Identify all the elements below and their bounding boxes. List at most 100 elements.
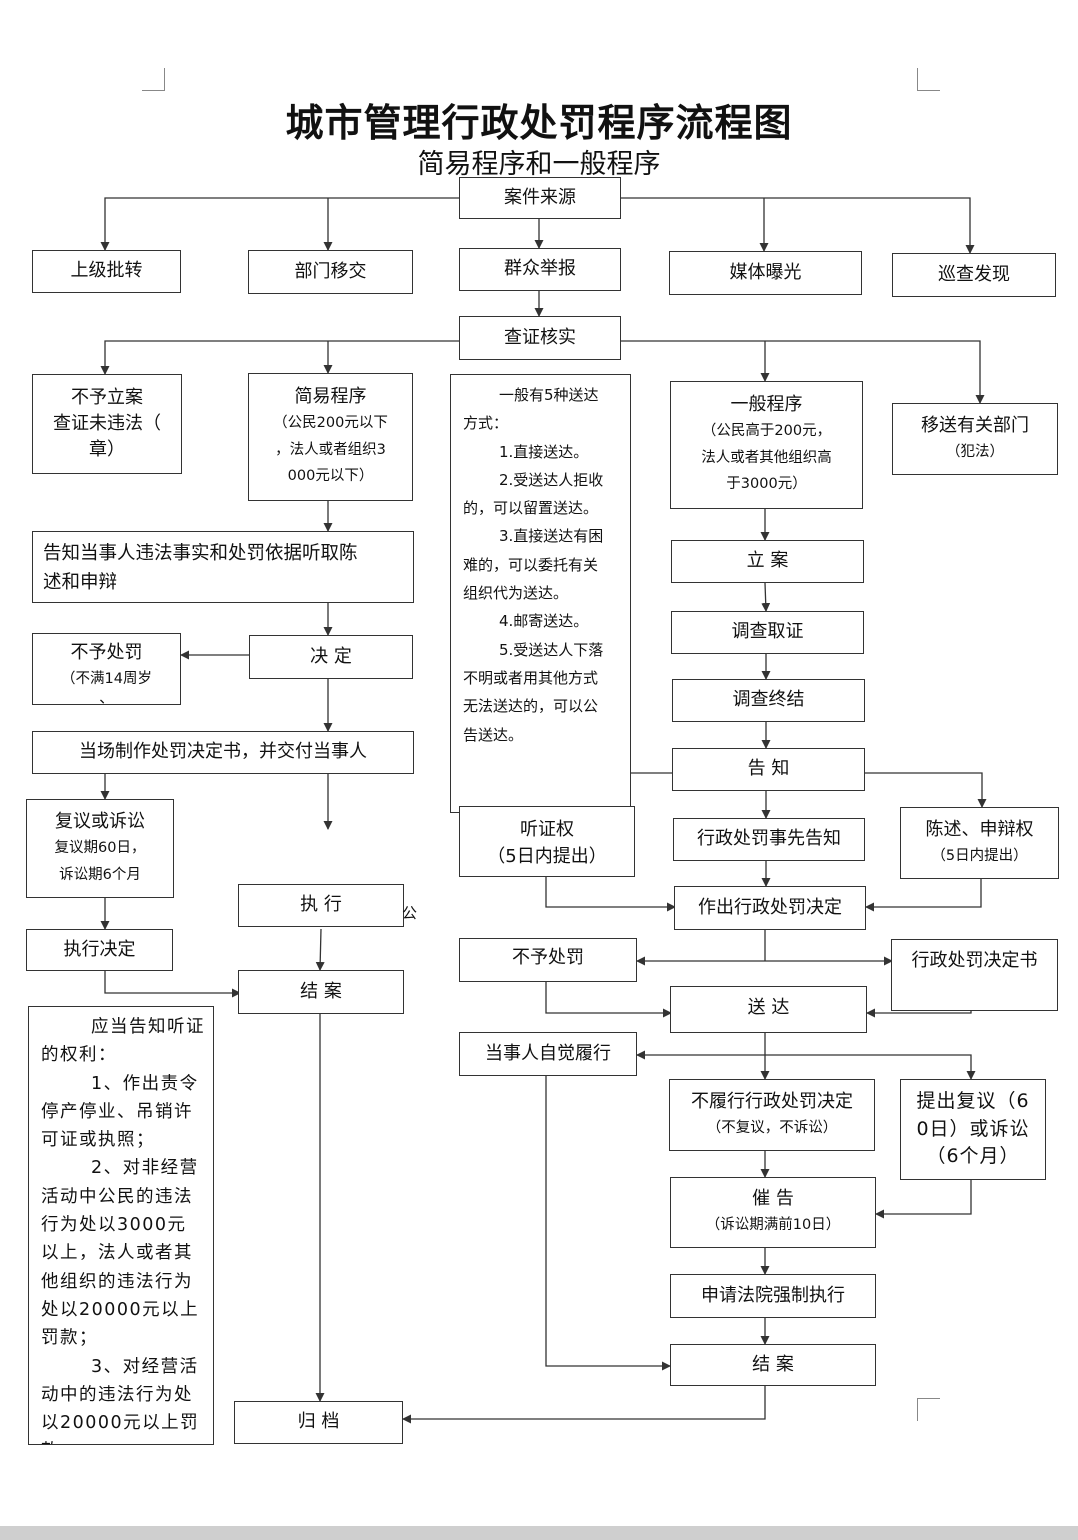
voluntary-perform-box: 当事人自觉履行 <box>459 1032 637 1076</box>
close-right-label: 结 案 <box>752 1353 794 1375</box>
hearing-note-line: 3、对经营活 <box>91 1356 199 1377</box>
delivery-note-line: 的，可以留置送达。 <box>463 499 599 518</box>
hearing-note-line: 可证或执照； <box>41 1130 155 1151</box>
media-exposure-box: 媒体曝光 <box>669 251 862 295</box>
hearing-note-line: 应当告知听证 <box>91 1017 205 1037</box>
dept-transfer-label: 部门移交 <box>294 260 367 282</box>
hearing-right-box: 听证权 （5日内提出） <box>459 806 635 877</box>
delivery-note-line: 4.邮寄送达。 <box>499 612 589 631</box>
execute-box: 执 行 <box>238 884 404 927</box>
general-procedure-desc-2: 法人或者其他组织高 <box>701 449 832 466</box>
execute-stray-char: 公 <box>402 904 418 922</box>
public-report-box: 群众举报 <box>459 248 621 291</box>
statement-right-sub: （5日内提出） <box>931 847 1028 864</box>
not-perform-label: 不履行行政处罚决定 <box>691 1090 853 1112</box>
execute-decision-label: 执行决定 <box>63 938 136 960</box>
dept-transfer-box: 部门移交 <box>248 250 413 294</box>
delivery-note-line: 5.受送达人下落 <box>499 640 604 659</box>
hearing-note-line: 1、作出责令 <box>91 1073 199 1094</box>
serve-label: 送 达 <box>747 997 790 1018</box>
not-perform-box: 不履行行政处罚决定 （不复议，不诉讼） <box>669 1079 875 1151</box>
review-litigation-title: 复议或诉讼 <box>55 810 145 832</box>
general-procedure-box: 一般程序 （公民高于200元， 法人或者其他组织高 于3000元） <box>670 381 863 509</box>
crop-mark-bottom-right <box>917 1398 940 1421</box>
decision-doc-label: 行政处罚决定书 <box>911 950 1038 971</box>
investigate-box: 调查取证 <box>671 611 864 654</box>
voluntary-perform-label: 当事人自觉履行 <box>485 1042 611 1064</box>
hearing-note-line: 罚款； <box>41 1328 98 1349</box>
decision-doc-box: 行政处罚决定书 <box>891 939 1058 1011</box>
verify-box: 查证核实 <box>459 316 621 360</box>
notify-label: 告 知 <box>747 758 790 780</box>
hearing-note-line: 活动中公民的违法 <box>41 1186 193 1207</box>
appeal-line-1: 提出复议（6 <box>916 1090 1030 1113</box>
urge-label: 催 告 <box>752 1188 794 1210</box>
hearing-note-line: 他组织的违法行为 <box>41 1271 193 1292</box>
on-site-decision-box: 当场制作处罚决定书，并交付当事人 <box>32 731 414 774</box>
bottom-strip <box>0 1526 1078 1540</box>
hearing-note-line: 以上，法人或者其 <box>41 1243 193 1264</box>
delivery-note-line: 组织代为送达。 <box>463 584 569 603</box>
general-procedure-desc-1: （公民高于200元， <box>701 422 832 439</box>
no-case-box: 不予立案 查证未违法（ 章） <box>32 374 182 474</box>
crop-mark-top-left <box>142 68 165 91</box>
general-procedure-desc-3: 于3000元） <box>726 476 807 493</box>
hearing-note-line: 款。 <box>41 1437 201 1444</box>
notify-box: 告 知 <box>672 748 865 791</box>
statement-right-box: 陈述、申辩权 （5日内提出） <box>900 807 1059 879</box>
no-case-body: 查证未违法（ <box>53 412 161 434</box>
litigation-period: 诉讼期6个月 <box>59 866 141 883</box>
general-procedure-title: 一般程序 <box>730 393 803 415</box>
simple-procedure-desc-3: 000元以下） <box>287 468 374 485</box>
investigation-end-label: 调查终结 <box>732 689 805 711</box>
delivery-note-line: 1.直接送达。 <box>499 442 589 461</box>
execute-decision-box: 执行决定 <box>26 929 173 971</box>
page-title: 城市管理行政处罚程序流程图 <box>285 101 793 145</box>
prior-notice-label: 行政处罚事先告知 <box>697 828 841 850</box>
execute-label: 执 行 <box>300 894 342 916</box>
no-case-body-2: 章） <box>89 439 125 461</box>
prior-notice-box: 行政处罚事先告知 <box>673 818 865 861</box>
delivery-note-line: 难的，可以委托有关 <box>463 555 599 574</box>
simple-procedure-desc-1: （公民200元以下 <box>273 414 388 431</box>
not-perform-sub: （不复议，不诉讼） <box>706 1119 838 1136</box>
register-box: 立 案 <box>671 540 864 583</box>
no-penalty-label: 不予处罚 <box>512 947 584 968</box>
delivery-note-line: 无法送达的，可以公 <box>463 697 599 716</box>
public-report-label: 群众举报 <box>504 258 576 280</box>
hearing-notice-note: 应当告知听证 的权利： 1、作出责令 停产停业、吊销许 可证或执照； 2、对非经… <box>28 1006 214 1445</box>
statement-right-label: 陈述、申辩权 <box>925 818 1034 840</box>
hearing-note-line: 停产停业、吊销许 <box>41 1101 193 1122</box>
make-decision-label: 作出行政处罚决定 <box>698 896 842 918</box>
investigation-end-box: 调查终结 <box>672 679 865 722</box>
hearing-note-line: 处以20000元以上 <box>41 1299 200 1320</box>
delivery-note-line: 告送达。 <box>463 725 524 744</box>
verify-label: 查证核实 <box>504 326 576 348</box>
appeal-line-3: （6个月） <box>926 1145 1020 1168</box>
on-site-decision-label: 当场制作处罚决定书，并交付当事人 <box>79 741 367 763</box>
inform-facts-line-2: 述和申辩 <box>43 571 118 593</box>
close-left-label: 结 案 <box>300 980 342 1002</box>
no-penalty-minor-sub: （不满14周岁 <box>61 671 152 688</box>
no-penalty-minor-label: 不予处罚 <box>70 642 143 663</box>
hearing-note-line: 以20000元以上罚 <box>41 1413 200 1434</box>
transfer-dept-box: 移送有关部门 （犯法） <box>892 403 1058 475</box>
court-enforce-label: 申请法院强制执行 <box>701 1284 845 1306</box>
case-source-box: 案件来源 <box>459 177 621 219</box>
media-exposure-label: 媒体曝光 <box>729 261 802 283</box>
hearing-note-line: 2、对非经营 <box>91 1158 199 1179</box>
inform-facts-line-1: 告知当事人违法事实和处罚依据听取陈 <box>43 543 358 564</box>
hearing-right-sub: （5日内提出） <box>487 845 607 867</box>
review-period: 复议期60日， <box>54 839 146 856</box>
crop-mark-top-right <box>917 68 940 91</box>
archive-label: 归 档 <box>297 1411 340 1433</box>
delivery-note-line: 方式： <box>463 414 509 433</box>
delivery-note-line: 一般有5种送达 <box>499 386 599 404</box>
simple-procedure-title: 简易程序 <box>294 385 367 407</box>
decide-label: 决 定 <box>310 645 352 667</box>
transfer-dept-sub: （犯法） <box>946 443 1004 460</box>
no-penalty-box: 不予处罚 <box>459 938 637 982</box>
page-subtitle: 简易程序和一般程序 <box>417 149 661 180</box>
